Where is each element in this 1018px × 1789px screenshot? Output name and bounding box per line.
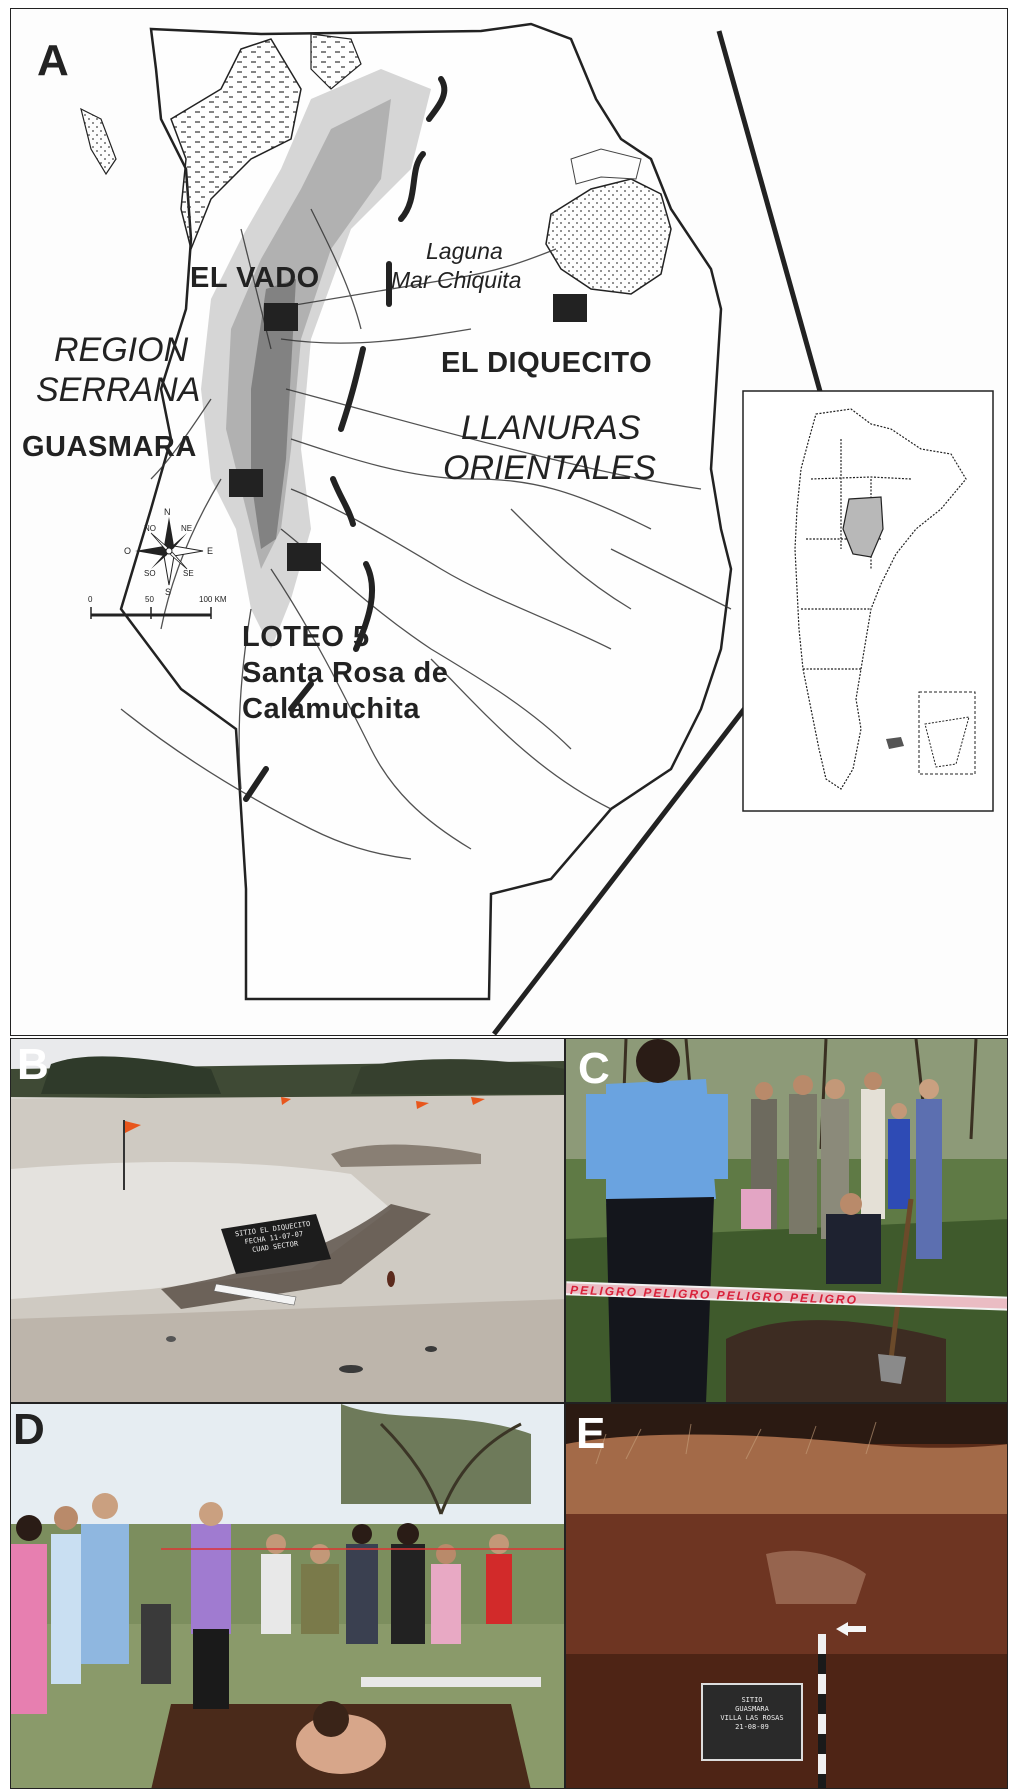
sierra-front-markers — [243, 76, 448, 802]
photo-b-scene — [11, 1039, 564, 1402]
panel-letter-c: C — [578, 1044, 610, 1093]
photo-e-scene — [566, 1404, 1007, 1788]
photo-e-board — [701, 1683, 803, 1761]
panel-letter-e: E — [576, 1409, 606, 1458]
map-drawing — [80, 22, 994, 1035]
label-el-vado: EL VADO — [190, 262, 320, 294]
scale-label-mid: 50 — [145, 595, 154, 604]
label-laguna-line2: Mar Chiquita — [391, 267, 522, 293]
compass-s: S — [165, 587, 172, 597]
salinas-area — [170, 38, 302, 252]
site-marker-loteo-5 — [287, 543, 321, 571]
compass-rose — [135, 517, 204, 586]
scale-label-start: 0 — [88, 595, 93, 604]
panel-letter-a: A — [37, 36, 69, 85]
panel-letter-b: B — [17, 1040, 49, 1089]
label-region-line1: REGION — [54, 331, 189, 369]
label-laguna-line1: Laguna — [426, 238, 503, 264]
photo-c-scene — [566, 1039, 1007, 1402]
compass-se: SE — [183, 569, 194, 578]
compass-so: SO — [144, 569, 156, 578]
panel-a-map: A EL VADO Laguna Mar Chiquita REGION SER… — [10, 8, 1008, 1036]
scale-label-end: 100 KM — [199, 595, 227, 604]
panel-c-photo: PELIGRO PELIGRO PELIGRO PELIGRO C — [565, 1038, 1008, 1403]
compass-n: N — [164, 507, 171, 517]
warning-tape — [566, 1281, 1007, 1311]
label-guasmara: GUASMARA — [22, 431, 197, 463]
laguna-mar-chiquita — [545, 178, 672, 295]
label-region-line2: SERRANA — [36, 371, 201, 409]
label-loteo-line3: Calamuchita — [242, 693, 420, 725]
label-loteo-line1: LOTEO 5 — [242, 621, 370, 653]
photo-d-scene — [11, 1404, 564, 1788]
arrow-marker — [836, 1622, 866, 1636]
label-llanuras-line2: ORIENTALES — [443, 449, 656, 487]
panel-b-photo: SITIO EL DIQUECITO FECHA 11-07-07 CUAD S… — [10, 1038, 565, 1403]
site-marker-guasmara — [229, 469, 263, 497]
label-el-diquecito: EL DIQUECITO — [441, 347, 653, 379]
compass-e: E — [207, 546, 214, 556]
inset-cordoba-province — [842, 496, 884, 558]
inset-antarctica-box — [918, 691, 976, 775]
panel-e-photo: SITIO GUASMARA VILLA LAS ROSAS 21-08-09 … — [565, 1403, 1008, 1789]
compass-no: NO — [144, 524, 156, 533]
label-llanuras-line1: LLANURAS — [461, 409, 641, 447]
site-marker-el-diquecito — [553, 294, 587, 322]
photo-e-sign: SITIO GUASMARA VILLA LAS ROSAS 21-08-09 — [720, 1696, 784, 1731]
scale-bar — [90, 607, 212, 619]
panel-d-photo: D — [10, 1403, 565, 1789]
scale-stick — [818, 1634, 826, 1788]
label-loteo-line2: Santa Rosa de — [242, 657, 449, 689]
compass-ne: NE — [181, 524, 193, 533]
site-marker-el-vado — [264, 303, 298, 331]
compass-o: O — [124, 546, 132, 556]
panel-letter-d: D — [13, 1405, 45, 1454]
